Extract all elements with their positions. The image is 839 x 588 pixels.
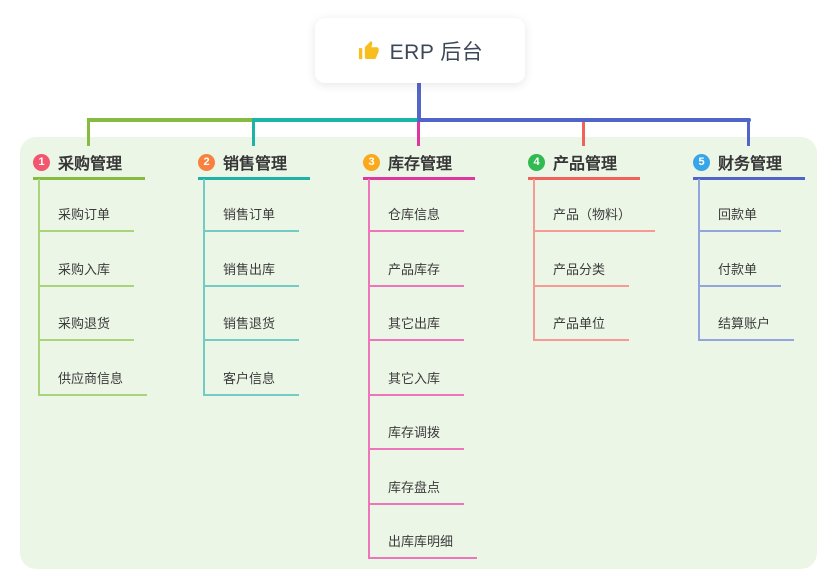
connector-bus-segment: [253, 118, 419, 122]
child-spine-line: [203, 179, 205, 396]
branch-label: 库存管理: [388, 156, 453, 173]
child-node[interactable]: 产品（物料）: [533, 205, 656, 232]
branch-number-badge: 1: [33, 153, 50, 171]
child-node[interactable]: 采购入库: [38, 260, 135, 287]
child-node[interactable]: 其它出库: [368, 314, 465, 341]
thumbs-up-icon: [358, 40, 379, 60]
child-spine-line: [533, 179, 535, 341]
child-node[interactable]: 产品库存: [368, 260, 465, 287]
child-node[interactable]: 产品单位: [533, 314, 630, 341]
branches-panel: [20, 137, 817, 569]
connector-bus-segment: [417, 118, 751, 122]
child-node[interactable]: 采购订单: [38, 205, 135, 232]
child-node[interactable]: 销售订单: [203, 205, 300, 232]
branch-header[interactable]: 3 库存管理: [363, 147, 475, 180]
child-spine-line: [38, 179, 40, 396]
connector-drop: [86, 118, 90, 146]
child-node[interactable]: 付款单: [698, 260, 782, 287]
connector-drop: [416, 122, 420, 146]
child-node[interactable]: 采购退货: [38, 314, 135, 341]
branch-number-badge: 4: [528, 153, 545, 171]
branch-header[interactable]: 5 财务管理: [693, 147, 805, 180]
connector-drop: [251, 118, 255, 146]
root-label: ERP 后台: [389, 40, 484, 64]
child-node[interactable]: 库存盘点: [368, 478, 465, 505]
child-node[interactable]: 供应商信息: [38, 369, 148, 396]
child-node[interactable]: 其它入库: [368, 369, 465, 396]
branch-number-badge: 3: [363, 153, 380, 171]
child-spine-line: [698, 179, 700, 341]
branch-header[interactable]: 2 销售管理: [198, 147, 310, 180]
connector-bus-segment: [87, 118, 255, 122]
child-node[interactable]: 出库库明细: [368, 532, 478, 559]
child-node[interactable]: 产品分类: [533, 260, 630, 287]
child-node[interactable]: 销售退货: [203, 314, 300, 341]
connector-drop: [746, 118, 750, 146]
child-node[interactable]: 客户信息: [203, 369, 300, 396]
branch-label: 销售管理: [223, 156, 288, 173]
root-connector-line: [417, 82, 421, 122]
branch-header[interactable]: 1 采购管理: [33, 147, 145, 180]
branch-label: 财务管理: [718, 156, 783, 173]
child-node[interactable]: 库存调拨: [368, 423, 465, 450]
child-node[interactable]: 销售出库: [203, 260, 300, 287]
branch-label: 产品管理: [553, 156, 618, 173]
branch-number-badge: 2: [198, 153, 215, 171]
connector-drop: [581, 122, 585, 146]
root-node-erp[interactable]: ERP 后台: [315, 18, 525, 83]
child-node[interactable]: 回款单: [698, 205, 782, 232]
child-node[interactable]: 结算账户: [698, 314, 795, 341]
child-spine-line: [368, 179, 370, 559]
child-node[interactable]: 仓库信息: [368, 205, 465, 232]
branch-label: 采购管理: [58, 156, 123, 173]
branch-header[interactable]: 4 产品管理: [528, 147, 640, 180]
branch-number-badge: 5: [693, 153, 710, 171]
